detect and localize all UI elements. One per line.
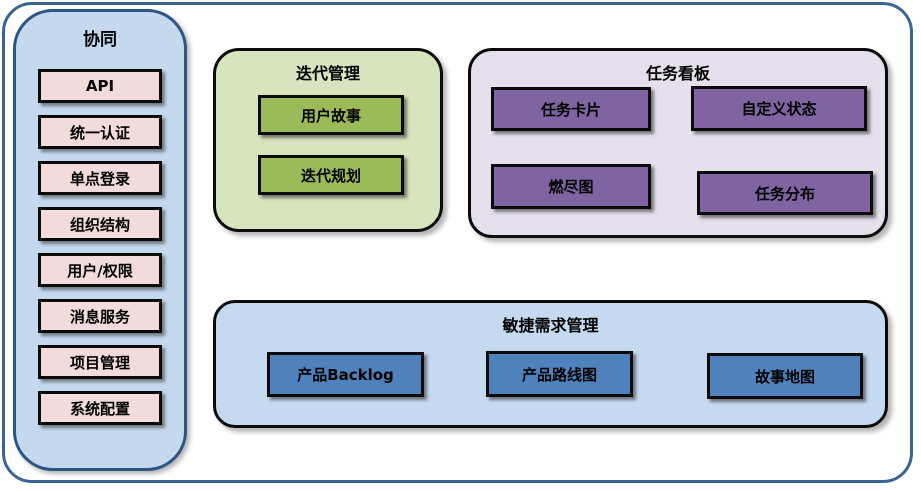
sidebar-item-org-structure: 组织结构 bbox=[38, 207, 162, 241]
sidebar-item-api: API bbox=[38, 69, 162, 103]
iteration-group-title: 迭代管理 bbox=[295, 64, 360, 83]
requirements-group-title: 敏捷需求管理 bbox=[502, 316, 599, 335]
kanban-item-task-card: 任务卡片 bbox=[491, 87, 651, 131]
kanban-item-task-distribution: 任务分布 bbox=[697, 171, 873, 215]
kanban-item-burndown-chart: 燃尽图 bbox=[491, 164, 651, 209]
kanban-group-title: 任务看板 bbox=[645, 64, 710, 83]
sidebar-item-sso: 单点登录 bbox=[38, 161, 162, 195]
requirements-item-product-backlog: 产品Backlog bbox=[267, 352, 424, 397]
requirements-item-story-map: 故事地图 bbox=[707, 353, 863, 399]
sidebar-item-message-service: 消息服务 bbox=[38, 299, 162, 333]
group-iteration-management: 迭代管理 用户故事 迭代规划 bbox=[213, 48, 443, 232]
group-agile-requirements: 敏捷需求管理 产品Backlog 产品路线图 故事地图 bbox=[213, 300, 888, 428]
iteration-item-iteration-planning: 迭代规划 bbox=[258, 155, 404, 195]
sidebar-item-unified-auth: 统一认证 bbox=[38, 115, 162, 149]
sidebar-collaboration: 协同 API 统一认证 单点登录 组织结构 用户/权限 消息服务 项目管理 系统… bbox=[13, 9, 187, 471]
kanban-item-custom-status: 自定义状态 bbox=[691, 86, 867, 131]
group-task-kanban: 任务看板 任务卡片 自定义状态 燃尽图 任务分布 bbox=[468, 48, 888, 238]
sidebar-title: 协同 bbox=[83, 30, 117, 50]
sidebar-item-project-management: 项目管理 bbox=[38, 345, 162, 379]
iteration-item-user-story: 用户故事 bbox=[258, 95, 404, 135]
sidebar-item-users-permissions: 用户/权限 bbox=[38, 253, 162, 287]
requirements-item-product-roadmap: 产品路线图 bbox=[486, 351, 633, 397]
sidebar-item-system-config: 系统配置 bbox=[38, 391, 162, 425]
sidebar-item-list: API 统一认证 单点登录 组织结构 用户/权限 消息服务 项目管理 系统配置 bbox=[16, 69, 184, 425]
